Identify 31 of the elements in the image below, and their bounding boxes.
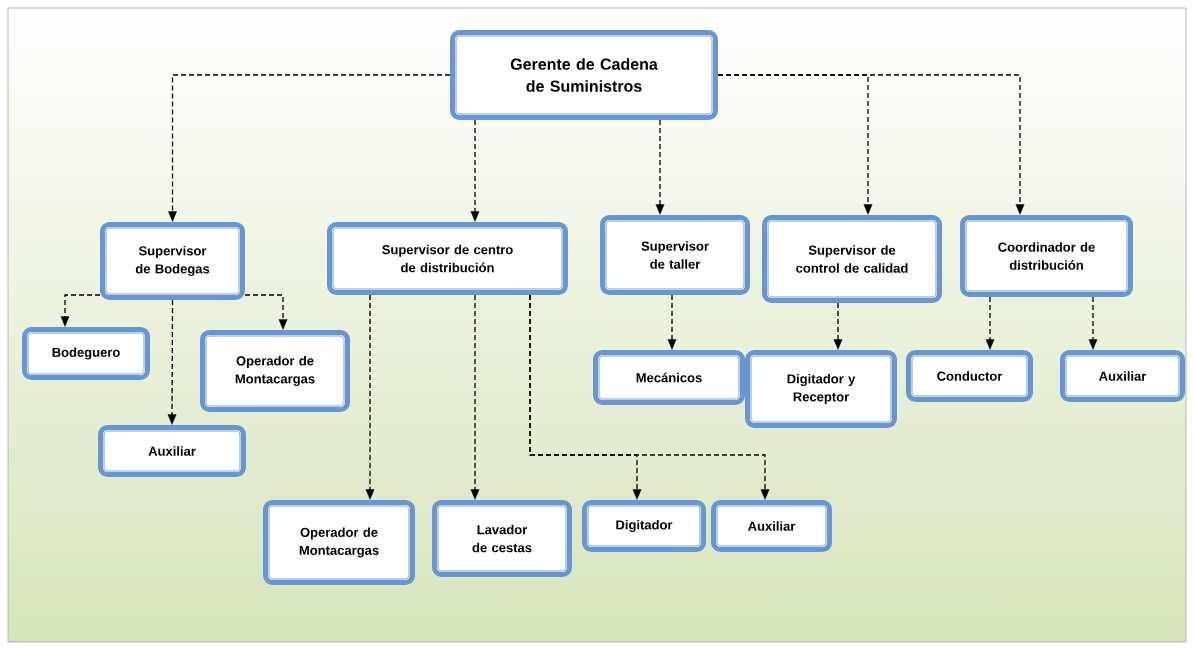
arrow — [470, 294, 480, 500]
box: Coordinador de distribución — [960, 215, 1133, 297]
arrow — [833, 302, 843, 350]
box: Supervisor de control de calidad — [762, 215, 942, 303]
arrow — [365, 294, 375, 500]
box: Supervisor de taller — [600, 215, 750, 295]
box: Supervisor de centro de distribución — [327, 222, 568, 295]
box: Lavador de cestas — [432, 500, 572, 577]
box: Mecánicos — [593, 350, 745, 405]
box: Operador de Montacargas — [263, 500, 415, 585]
arrow — [244, 294, 288, 330]
box: Auxiliar — [1060, 350, 1185, 402]
box: Digitador — [582, 500, 706, 552]
box: Auxiliar — [711, 500, 832, 552]
arrow — [1088, 296, 1098, 350]
arrow — [168, 74, 451, 222]
arrow — [529, 294, 770, 500]
arrow — [655, 119, 665, 215]
box: Supervisor de Bodegas — [100, 222, 245, 300]
arrow — [717, 74, 1025, 215]
arrow — [985, 296, 995, 350]
arrow — [667, 294, 677, 350]
arrow — [167, 299, 177, 425]
arrow — [470, 119, 480, 222]
box: Bodeguero — [22, 327, 150, 380]
box: Auxiliar — [98, 425, 246, 477]
arrow — [60, 294, 101, 327]
box: Conductor — [906, 350, 1033, 402]
box: Digitador y Receptor — [745, 350, 897, 428]
box: Gerente de Cadena de Suministros — [450, 30, 718, 120]
box: Operador de Montacargas — [200, 330, 350, 412]
